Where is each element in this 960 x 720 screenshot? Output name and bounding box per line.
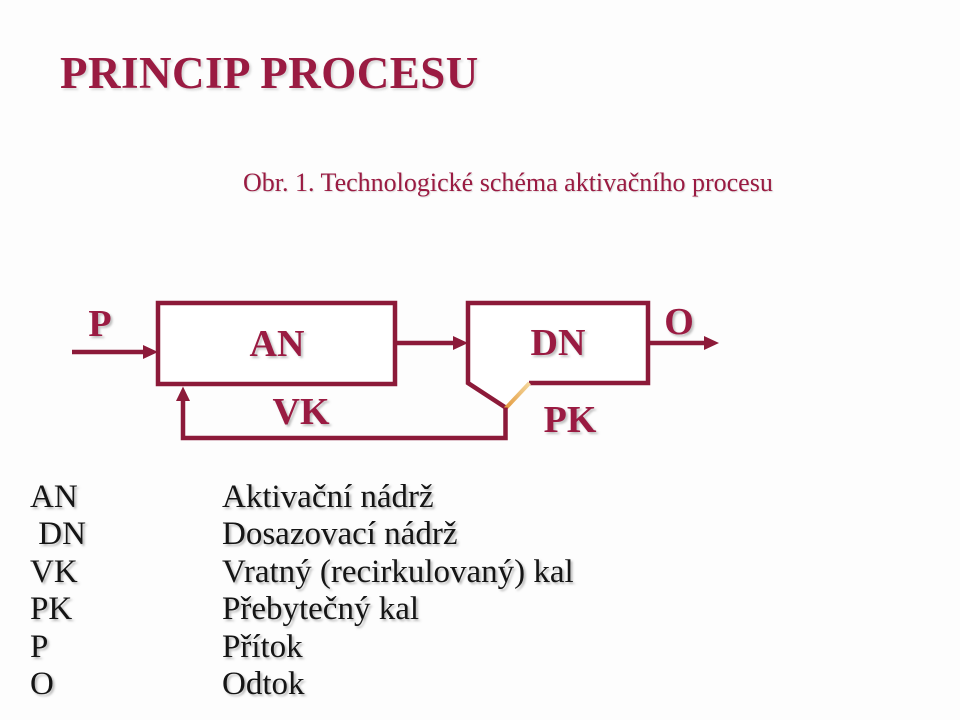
outflow-label: O	[664, 301, 694, 343]
an-to-dn-arrowhead-icon	[453, 336, 468, 350]
legend-row-an: AN Aktivační nádrž	[30, 479, 574, 516]
legend-row-dn: DN Dosazovací nádrž	[30, 516, 574, 553]
legend-abbr: VK	[30, 553, 78, 590]
legend-abbr: PK	[30, 591, 73, 628]
inflow-label: P	[88, 303, 112, 345]
an-tank-label: AN	[249, 323, 305, 365]
figure-caption: Obr. 1. Technologické schéma aktivačního…	[243, 168, 773, 197]
return-sludge-arrowhead-icon	[176, 386, 190, 401]
legend-row-vk: VK Vratný (recirkulovaný) kal	[30, 554, 574, 591]
excess-sludge-label: PK	[543, 399, 597, 441]
legend-abbr: AN	[30, 479, 78, 515]
dn-tank-label: DN	[530, 322, 586, 364]
legend-row-pk: PK Přebytečný kal	[30, 591, 574, 628]
page-title: PRINCIP PROCESU	[60, 48, 479, 98]
legend-desc: Vratný (recirkulovaný) kal	[222, 553, 574, 590]
legend-row-p: P Přítok	[30, 629, 574, 666]
legend-desc: Přebytečný kal	[222, 591, 420, 628]
legend-desc: Odtok	[222, 666, 305, 703]
dn-tank-outline	[465, 300, 651, 410]
excess-sludge-line	[504, 381, 531, 410]
legend-row-o: O Odtok	[30, 666, 574, 703]
legend-abbr: P	[30, 628, 49, 665]
return-sludge-label: VK	[272, 391, 330, 433]
return-sludge-pipe	[180, 398, 508, 441]
legend-abbr: O	[30, 666, 54, 703]
inflow-arrowhead-icon	[143, 345, 158, 359]
legend-desc: Aktivační nádrž	[222, 479, 434, 515]
legend: AN Aktivační nádrž DN Dosazovací nádrž V…	[30, 479, 574, 703]
legend-desc: Přítok	[222, 628, 303, 665]
legend-abbr: DN	[30, 516, 86, 553]
outflow-arrowhead-icon	[704, 336, 719, 350]
legend-desc: Dosazovací nádrž	[222, 516, 458, 553]
an-tank-outline	[155, 300, 398, 387]
